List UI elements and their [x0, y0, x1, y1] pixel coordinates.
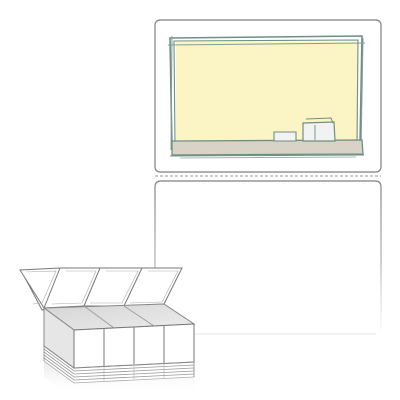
- fanfold-fold-panel: [42, 303, 196, 369]
- fanfold-reflection: [44, 362, 194, 396]
- fanfold-top-sheet: [19, 267, 183, 311]
- fanfold-stack-block: [43, 323, 195, 384]
- label-bottom: [154, 180, 382, 335]
- fanfold-stack-icon: [19, 267, 196, 396]
- whiteboard-sketch-icon: [167, 35, 366, 159]
